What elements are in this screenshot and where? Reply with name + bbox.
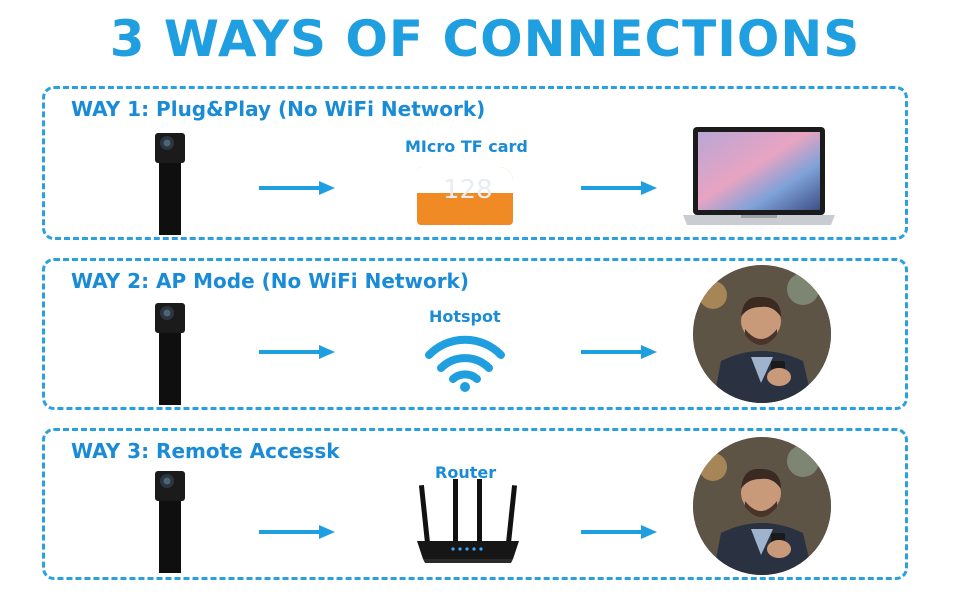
way-2-label: WAY 2: AP Mode (No WiFi Network) <box>71 269 469 293</box>
laptop-icon <box>683 127 835 225</box>
arrow-right-icon <box>259 345 335 359</box>
way-3-panel: WAY 3: Remote Accessk Router <box>42 428 908 580</box>
way-3-label: WAY 3: Remote Accessk <box>71 439 340 463</box>
arrow-right-icon <box>259 181 335 195</box>
arrow-right-icon <box>581 525 657 539</box>
micro-sd-card-icon: 128 HC <box>417 167 513 225</box>
wifi-hotspot-icon <box>425 335 505 392</box>
arrow-right-icon <box>259 525 335 539</box>
way-2-panel: WAY 2: AP Mode (No WiFi Network) Hotspot <box>42 258 908 410</box>
user-with-phone-avatar <box>693 437 831 575</box>
router-label: Router <box>435 463 497 482</box>
way-1-label: WAY 1: Plug&Play (No WiFi Network) <box>71 97 486 121</box>
camera-module-icon <box>155 471 185 573</box>
arrow-right-icon <box>581 345 657 359</box>
hotspot-label: Hotspot <box>429 307 501 326</box>
arrow-right-icon <box>581 181 657 195</box>
way-1-panel: WAY 1: Plug&Play (No WiFi Network) MIcro… <box>42 86 908 240</box>
router-icon <box>417 479 519 563</box>
card-capacity: 128 <box>443 175 493 205</box>
card-suffix: HC <box>493 185 507 195</box>
micro-tf-card-label: MIcro TF card <box>405 137 528 156</box>
user-with-phone-avatar <box>693 265 831 403</box>
page-title: 3 WAYS OF CONNECTIONS <box>109 10 861 68</box>
camera-module-icon <box>155 133 185 235</box>
camera-module-icon <box>155 303 185 405</box>
